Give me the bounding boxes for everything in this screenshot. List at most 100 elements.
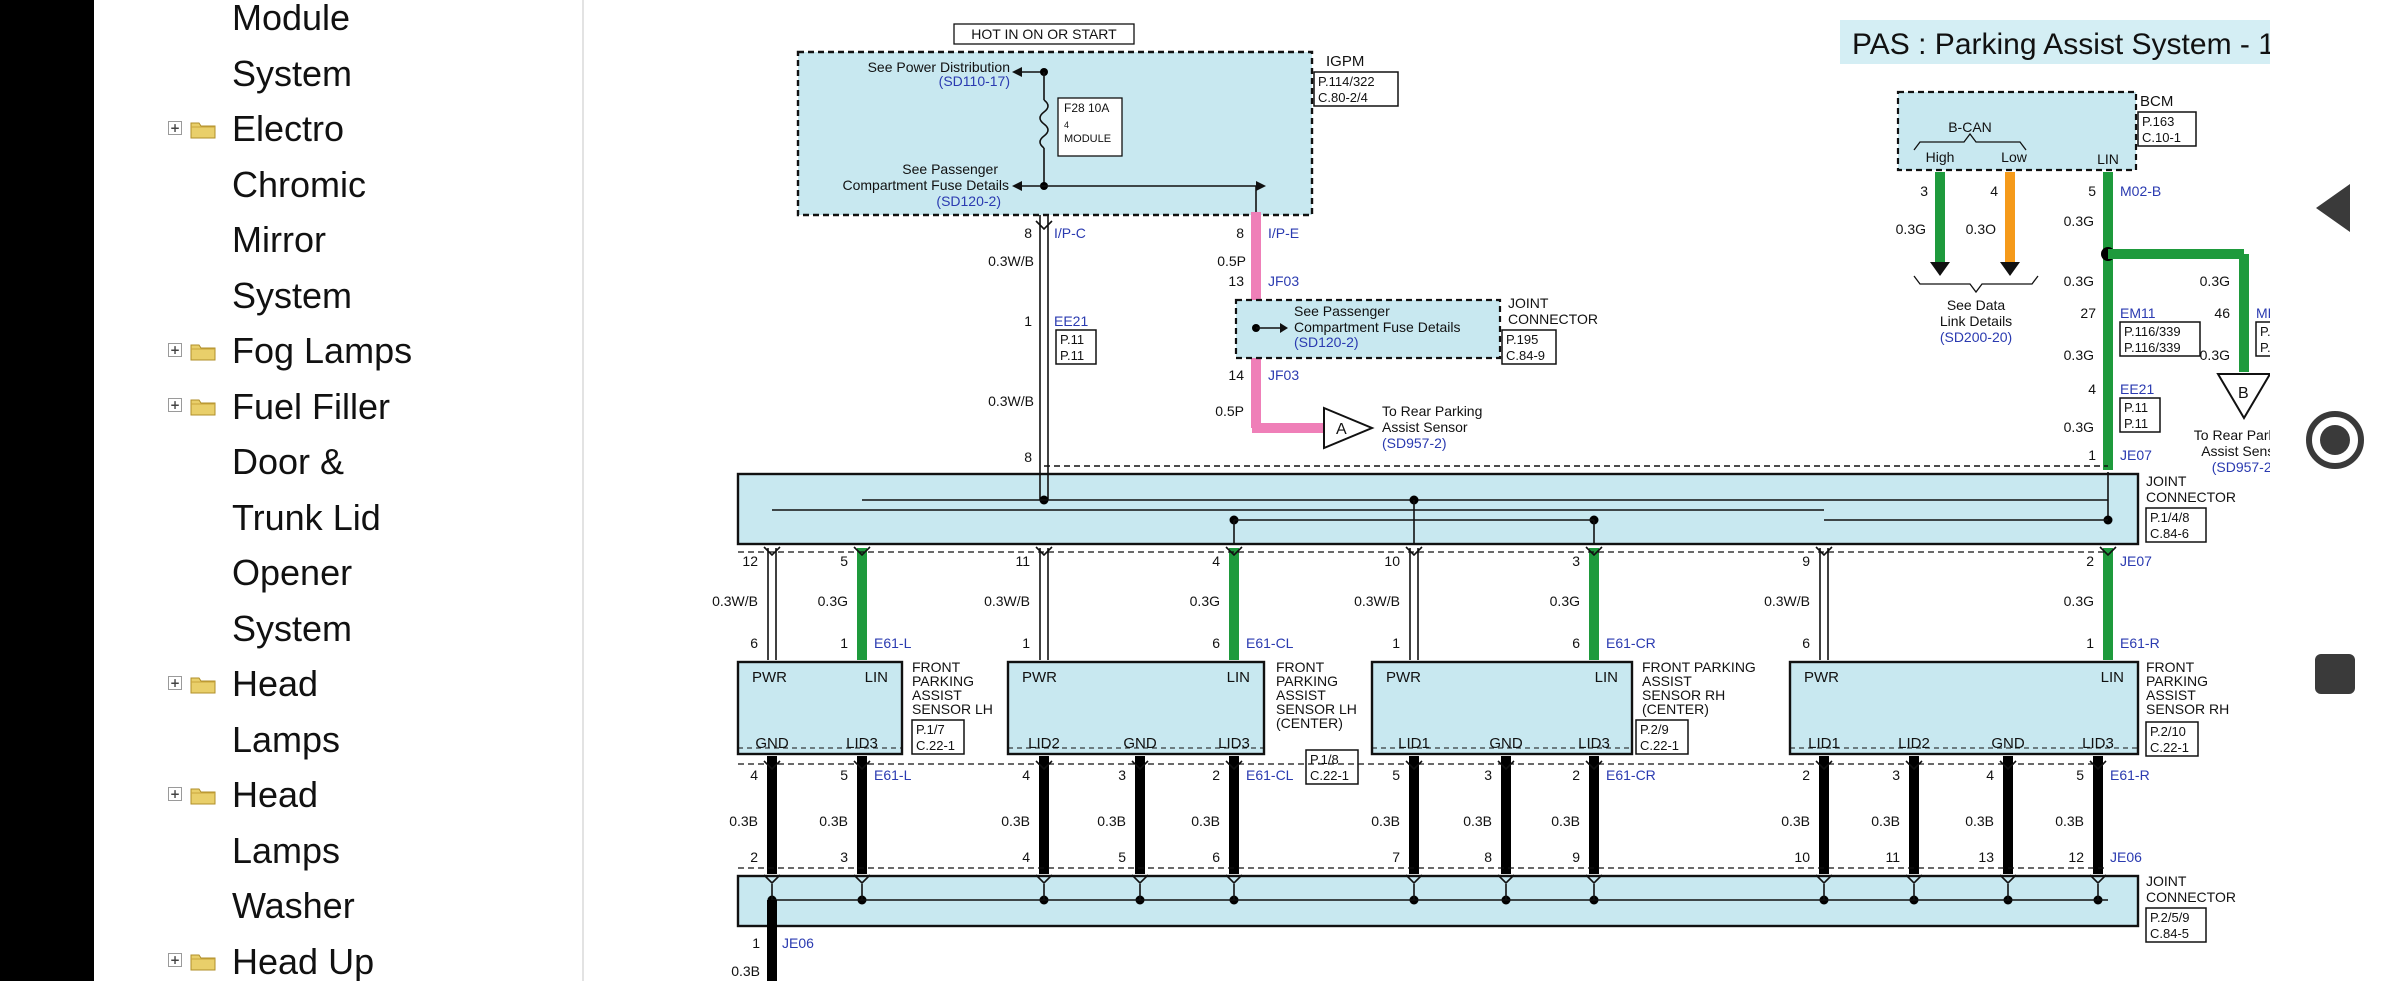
diagram-label: E61-CL [1246,767,1294,783]
wiring-diagram-view[interactable]: PAS : Parking Assist System - 1/4 HOT IN … [584,0,2270,981]
diagram-label: LID2 [1028,735,1060,752]
expand-icon[interactable]: + [168,953,182,968]
diagram-label: LID3 [2082,735,2114,752]
diagram-label: 2 [1802,767,1810,783]
diagram-label: (SD120-2) [936,193,1001,209]
diagram-label: P.164/3 [2260,324,2270,339]
arrow-head [1012,181,1022,191]
diagram-label: C.10-1 [2142,130,2181,145]
diagram-label: 6 [1572,635,1580,651]
diagram-label: LIN [2101,669,2124,686]
diagram-label: ASSIST [1642,673,1692,689]
tree-item[interactable]: +Fog Lamps [94,323,584,379]
igpm-box [796,50,1314,217]
diagram-label: LID1 [1398,735,1430,752]
diagram-label: C.22-1 [916,738,955,753]
diagram-label: B [2238,385,2249,402]
diagram-label: 3 [1920,183,1928,199]
diagram-label: PARKING [1276,673,1338,689]
diagram-label: 27 [2080,305,2096,321]
connector-chevron [1131,874,1149,885]
expand-icon[interactable]: + [168,120,182,135]
back-icon[interactable] [2270,168,2400,248]
diagram-label: 4 [2088,381,2096,397]
connector-chevron [763,874,781,885]
diagram-label: 14 [1228,367,1244,383]
diagram-label: 0.5P [1215,403,1244,419]
diagram-label: EE21 [1054,313,1088,329]
diagram-label: 0.3G [2200,347,2230,363]
diagram-label: To Rear Parking [2194,427,2270,443]
diagram-label: (SD957-2) [1382,435,1447,451]
diagram-label: See Passenger [1294,303,1390,319]
diagram-label: 0.3B [1001,813,1030,829]
expand-icon[interactable]: + [168,342,182,357]
diagram-label: (SD110-17) [939,73,1010,89]
ref-box [2119,397,2161,433]
expand-icon[interactable]: + [168,786,182,801]
wiring-diagram: PAS : Parking Assist System - 1/4 HOT IN … [712,20,2270,981]
diagram-label: Assist Sensor [2201,443,2270,459]
diagram-label: M02-B [2120,183,2161,199]
diagram-label: MODULE [1064,133,1111,145]
diagram-label: 11 [1015,553,1030,569]
home-icon[interactable] [2270,400,2400,480]
diagram-label: 10 [1384,553,1400,569]
diagram-label: 3 [1118,767,1126,783]
connector-chevron [1585,874,1603,885]
connector-chevron [1035,760,1053,771]
diagram-label: High [1926,149,1955,165]
diagram-label: EE21 [2120,381,2154,397]
diagram-label: C.22-1 [1310,768,1349,783]
diagram-label: PWR [1386,669,1421,686]
tree-item[interactable]: +Head Up [94,934,584,981]
sensor-sensor_lhc [1006,660,1266,756]
pane-divider[interactable] [582,0,584,981]
diagram-label: 9 [1802,553,1810,569]
folder-icon [190,788,216,805]
diagram-label: (CENTER) [1642,701,1709,717]
recent-apps-icon[interactable] [2270,634,2400,714]
diagram-label: 0.3B [1781,813,1810,829]
title-banner [1840,20,2270,64]
diagram-label: 9 [1572,849,1580,865]
connector-chevron [1905,760,1923,771]
diagram-label: 1 [840,635,848,651]
diagram-label: 0.3O [1966,221,1996,237]
diagram-label: E61-R [2120,635,2160,651]
connector-chevron [1225,546,1243,557]
connector-chevron [1225,874,1243,885]
diagram-label: (SD120-2) [1294,334,1359,350]
tree-item-label: Lamps [232,718,341,760]
diagram-label: HOT IN ON OR START [971,26,1117,42]
diagram-label: 3 [840,849,848,865]
diagram-label: LIN [1227,669,1250,686]
expand-icon[interactable]: + [168,675,182,690]
diagram-label: Low [2001,149,2028,165]
diagram-label: E61-R [2110,767,2150,783]
expand-icon[interactable]: + [168,398,182,413]
diagram-label: LIN [2097,151,2119,167]
diagram-label: Link Details [1940,313,2012,329]
page-title: PAS : Parking Assist System - 1/4 [1852,28,2270,61]
connector-chevron [1585,760,1603,771]
diagram-label: 5 [1392,767,1400,783]
diagram-label: PARKING [912,673,974,689]
connector-chevron [2099,546,2117,557]
diagram-label: SENSOR LH [1276,701,1357,717]
diagram-label: GND [1123,735,1157,752]
diagram-label: P.163 [2142,114,2174,129]
bcan-brace [1913,132,2027,151]
joint-connector-je06 [736,874,2140,928]
diagram-label: GND [755,735,789,752]
diagram-label: 0.3G [1896,221,1926,237]
diagram-label: JF03 [1268,367,1299,383]
sensor-sensor_lh [736,660,904,756]
